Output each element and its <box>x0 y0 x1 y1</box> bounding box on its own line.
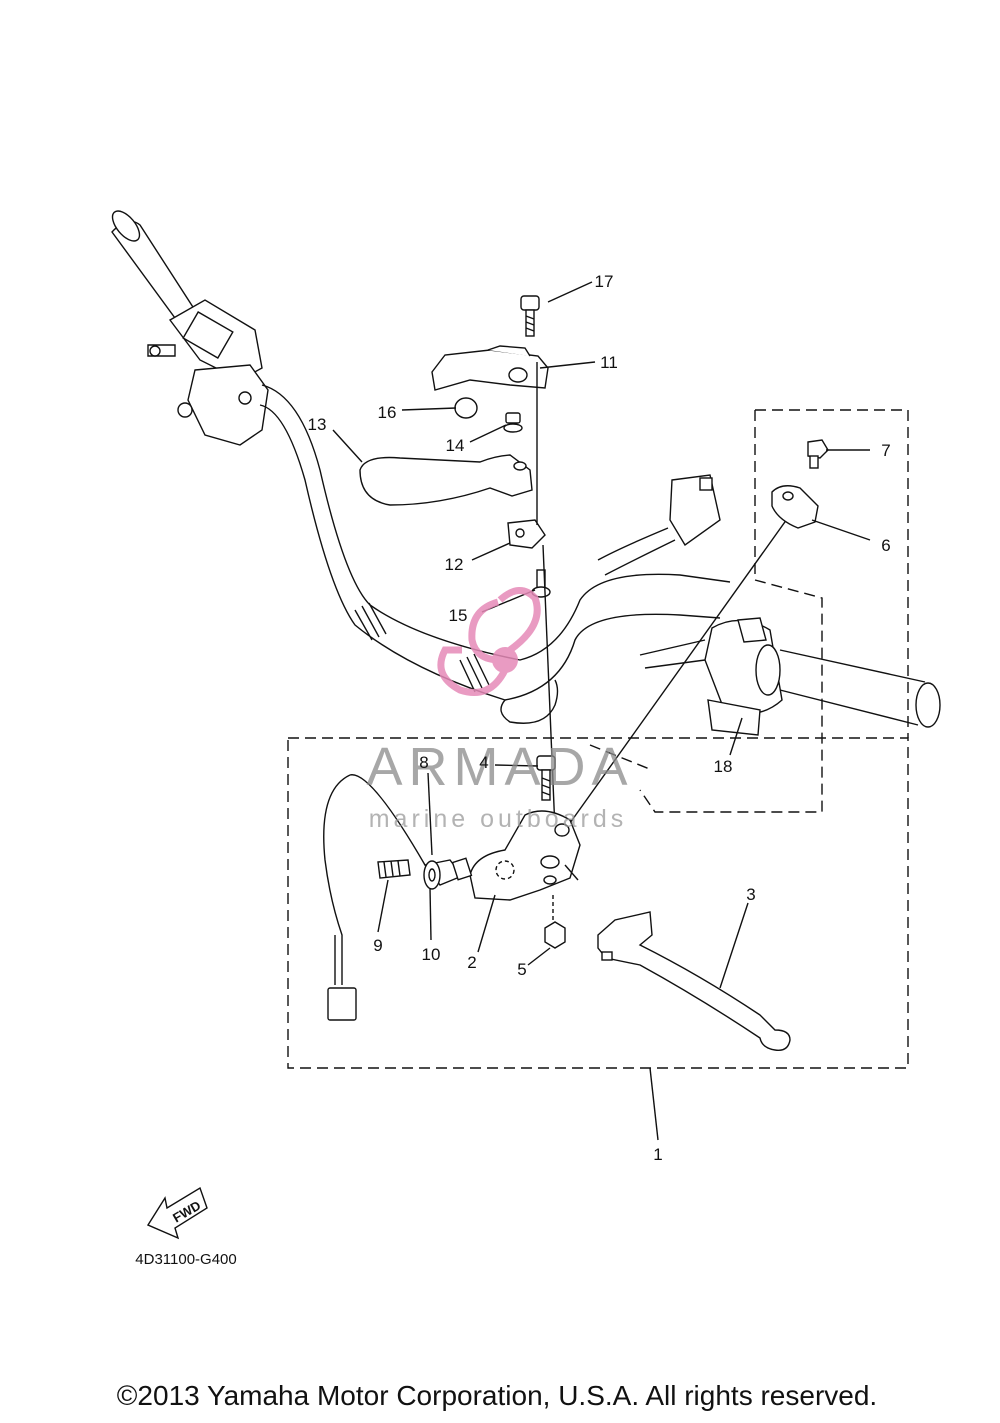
part-label-17: 17 <box>595 272 614 291</box>
part-label-7: 7 <box>881 441 890 460</box>
fwd-arrow-icon: FWD <box>146 1186 208 1240</box>
part-labels: 1 2 3 4 5 6 7 8 9 10 11 12 13 14 15 16 1… <box>308 272 891 1164</box>
propeller-logo-icon <box>437 587 541 696</box>
handlebar-switch-part-18 <box>639 617 783 736</box>
part-label-11: 11 <box>600 353 618 372</box>
group-box-part-1 <box>287 737 909 1069</box>
part-label-3: 3 <box>746 885 755 904</box>
lever-part-3 <box>597 911 791 1051</box>
part-label-8: 8 <box>419 753 428 772</box>
copyright-notice: ©2013 Yamaha Motor Corporation, U.S.A. A… <box>117 1380 877 1411</box>
part-label-14: 14 <box>446 436 465 455</box>
bolt-part-17 <box>520 295 540 337</box>
nut-part-10 <box>423 860 441 890</box>
assembly-guide-lines <box>536 362 798 831</box>
part-label-5: 5 <box>517 960 526 979</box>
adjuster-part-9 <box>377 859 411 879</box>
nut-part-5 <box>544 895 566 949</box>
cap-part-16 <box>454 397 478 419</box>
part-label-18: 18 <box>714 757 733 776</box>
part-label-15: 15 <box>449 606 468 625</box>
screw-part-7 <box>807 439 829 469</box>
part-label-9: 9 <box>373 936 382 955</box>
lever-part-13 <box>359 454 533 506</box>
left-grip-assembly <box>111 210 269 446</box>
right-grip <box>779 649 941 728</box>
switch-connector <box>597 474 721 576</box>
part-label-10: 10 <box>422 945 441 964</box>
lever-holder-part-2 <box>469 810 581 901</box>
bolt-part-4 <box>536 755 556 801</box>
diagram-code: 4D31100-G400 <box>135 1251 236 1268</box>
lever-holder-part-11 <box>431 345 549 391</box>
part-label-2: 2 <box>467 953 476 972</box>
leader-lines <box>332 281 871 1141</box>
handlebar <box>259 384 731 724</box>
part-label-4: 4 <box>479 753 488 772</box>
collar-part-14 <box>503 412 523 433</box>
part-label-16: 16 <box>378 403 397 422</box>
part-label-6: 6 <box>881 536 890 555</box>
watermark-brand: ARMADA <box>366 737 633 797</box>
part-label-12: 12 <box>445 555 464 574</box>
part-label-1: 1 <box>653 1145 662 1164</box>
part-label-13: 13 <box>308 415 327 434</box>
armada-watermark: ARMADA marine outboards <box>366 587 633 833</box>
plate-part-12 <box>507 519 546 549</box>
watermark-tagline: marine outboards <box>369 805 628 833</box>
switch-part-8 <box>323 774 473 1021</box>
clamp-part-6 <box>771 485 819 529</box>
group-box-part-18 <box>589 409 909 813</box>
